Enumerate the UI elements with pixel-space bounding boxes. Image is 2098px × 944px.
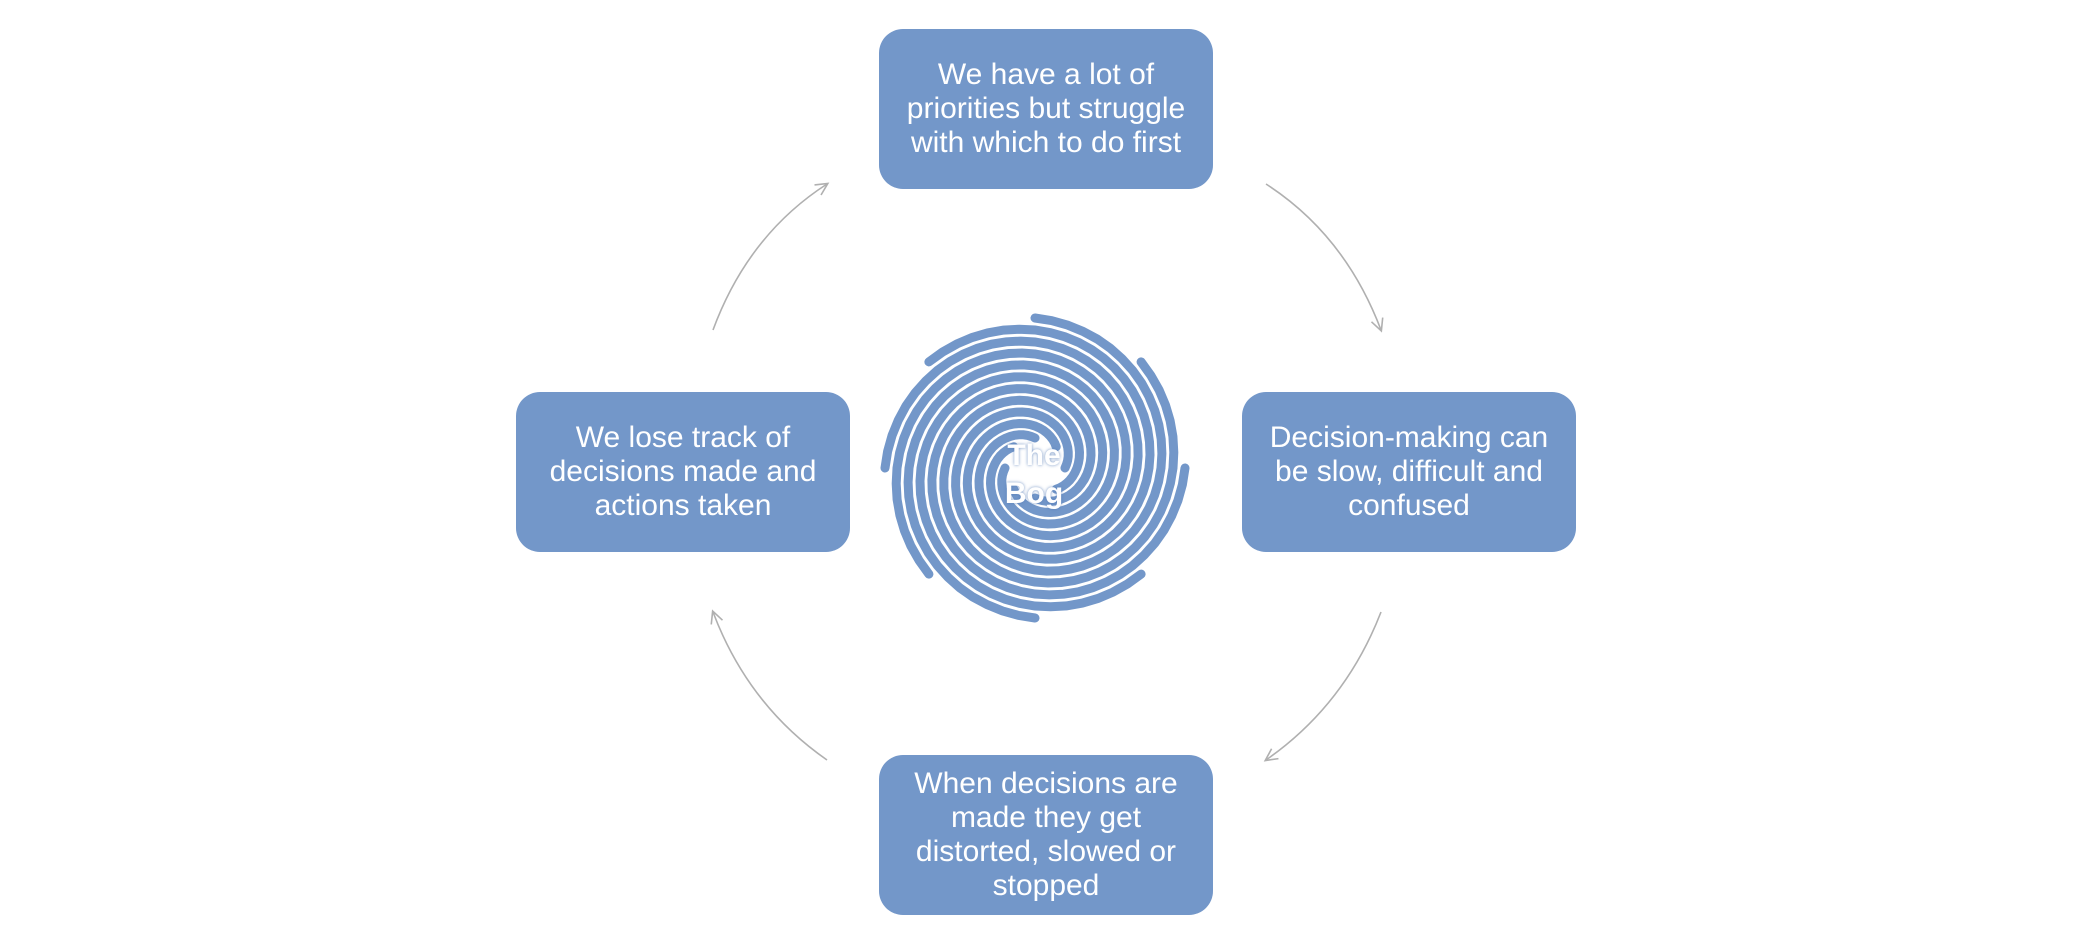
- spiral-arm: [915, 372, 1146, 612]
- spiral-icon: [880, 313, 1190, 623]
- node-left: We lose track of decisions made and acti…: [516, 392, 850, 552]
- node-top: We have a lot of priorities but struggle…: [879, 29, 1213, 189]
- arrow-left-to-top: [712, 182, 830, 331]
- arrow-right-to-bottom: [1263, 611, 1382, 762]
- spiral-arm: [880, 336, 1143, 552]
- spiral-arm: [891, 348, 1131, 579]
- node-left-text: We lose track of decisions made and acti…: [549, 421, 817, 522]
- node-bottom-text: When decisions are made they get distort…: [914, 767, 1178, 902]
- node-right-text: Decision-making can be slow, difficult a…: [1269, 421, 1549, 522]
- spiral-arm: [927, 384, 1190, 600]
- node-right: Decision-making can be slow, difficult a…: [1242, 392, 1576, 552]
- node-bottom: When decisions are made they get distort…: [879, 755, 1213, 915]
- center-label: The Bog: [1004, 439, 1064, 510]
- spiral-arm: [903, 360, 1119, 623]
- spiral-arm: [924, 324, 1155, 564]
- arrow-bottom-to-left: [710, 609, 828, 761]
- arrow-top-to-right: [1265, 183, 1384, 333]
- spiral-arm: [939, 357, 1179, 588]
- spiral-arm: [951, 313, 1167, 576]
- node-top-text: We have a lot of priorities but struggle…: [906, 58, 1186, 159]
